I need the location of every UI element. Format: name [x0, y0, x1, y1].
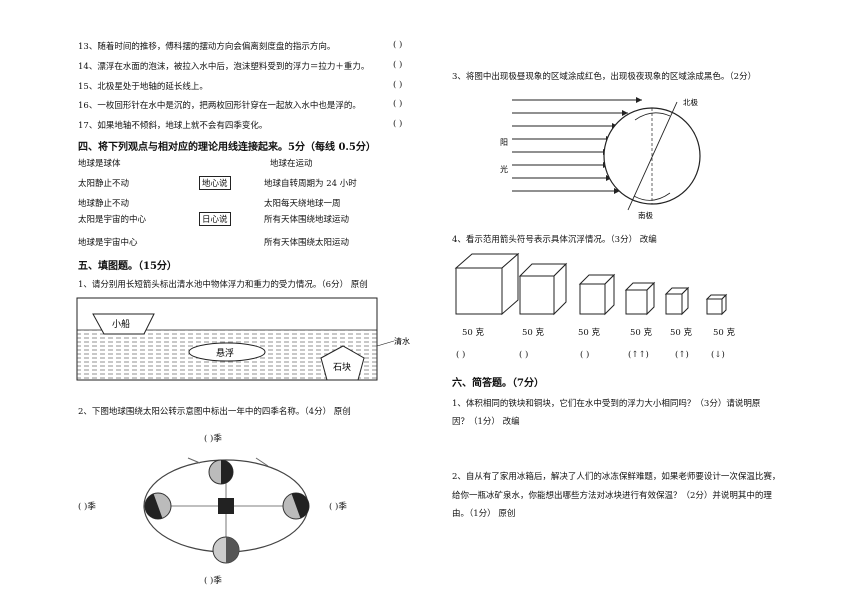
float-label: 悬浮 — [216, 347, 234, 359]
tf-item-16: 16、一枚回形针在水中是沉的，把两枚回形针穿在一起放入水中也是浮的。 — [78, 101, 361, 111]
cube-5 — [664, 286, 690, 316]
section6-title: 六、简答题。（7分） — [452, 378, 544, 389]
section6-q1-line2: 因？（1分） 改编 — [452, 417, 520, 427]
section5-q1: 1、请分别用长短箭头标出清水池中物体浮力和重力的受力情况。（6分） 原创 — [78, 280, 368, 290]
season-right[interactable]: ( )季 — [329, 502, 347, 512]
boat-label: 小船 — [112, 318, 130, 330]
answer-paren-14[interactable]: ( ) — [393, 60, 403, 70]
season-left[interactable]: ( )季 — [78, 502, 96, 512]
left-item: 地球是宇宙中心 — [78, 238, 138, 248]
sunlight-label-1: 阳 — [500, 138, 508, 147]
cube-answer-1[interactable]: ( ) — [456, 350, 466, 360]
cube-3 — [578, 273, 616, 316]
answer-paren-13[interactable]: ( ) — [393, 40, 403, 50]
right-q3: 3、将图中出现极昼现象的区域涂成红色，出现极夜现象的区域涂成黑色。（2分） — [452, 72, 757, 82]
right-q4: 4、看示范用箭头符号表示具体沉浮情况。（3分） 改编 — [452, 235, 657, 245]
earth-bottom — [212, 536, 240, 564]
left-item: 太阳静止不动 — [78, 179, 130, 189]
section6-q1-line1: 1、体积相同的铁块和铜块，它们在水中受到的浮力大小相同吗？（3分）请说明原 — [452, 399, 761, 409]
left-item: 地球静止不动 — [78, 199, 130, 209]
right-item: 所有天体围绕太阳运动 — [264, 238, 350, 248]
sunlight-arrows — [512, 99, 642, 192]
sunlight-label-2: 光 — [500, 164, 508, 174]
cube-answer-2[interactable]: ( ) — [519, 350, 529, 360]
right-item: 所有天体围绕地球运动 — [264, 215, 350, 225]
tf-item-15: 15、北极星处于地轴的延长线上。 — [78, 82, 208, 92]
cube-answer-3[interactable]: ( ) — [580, 350, 590, 360]
section4-title: 四、将下列观点与相对应的理论用线连接起来。5分（每线 0.5分） — [78, 142, 376, 153]
water-label: 清水 — [394, 336, 410, 346]
cubes-diagram — [454, 252, 728, 316]
answer-paren-15[interactable]: ( ) — [393, 80, 403, 90]
south-pole-label: 南极 — [638, 210, 653, 220]
cube-weight-3: 50 克 — [578, 328, 601, 338]
cube-6 — [705, 293, 728, 316]
cube-weight-1: 50 克 — [462, 328, 485, 338]
water-pool-diagram: 小船 悬浮 石块 清水 — [76, 297, 410, 381]
floating-object — [188, 342, 266, 362]
theory-geocentric: 地心说 — [199, 176, 231, 190]
left-item: 地球是球体 — [78, 159, 121, 169]
right-item: 太阳每天绕地球一周 — [264, 199, 341, 209]
sun-shape — [218, 498, 234, 514]
cube-weight-2: 50 克 — [522, 328, 545, 338]
answer-paren-16[interactable]: ( ) — [393, 99, 403, 109]
right-item: 地球自转周期为 24 小时 — [264, 179, 357, 189]
cube-weight-5: 50 克 — [670, 328, 693, 338]
section6-q2-line1: 2、自从有了家用冰箱后，解决了人们的冰冻保鲜难题，如果老师要设计一次保温比赛， — [452, 472, 781, 482]
cube-weight-6: 50 克 — [713, 328, 736, 338]
tf-item-17: 17、如果地轴不倾斜，地球上就不会有四季变化。 — [78, 121, 268, 131]
left-item: 太阳是宇宙的中心 — [78, 215, 147, 225]
answer-paren-17[interactable]: ( ) — [393, 119, 403, 129]
earth-left — [144, 492, 172, 520]
earth-axis — [627, 101, 678, 211]
section6-q2-line2: 给你一瓶冰矿泉水，你能想出哪些方法对冰块进行有效保温？（2分）并说明其中的理 — [452, 491, 772, 501]
theory-heliocentric: 日心说 — [199, 212, 231, 226]
cube-weight-4: 50 克 — [630, 328, 653, 338]
cube-answer-4[interactable]: (↑↑) — [628, 350, 649, 360]
section6-q2-line3: 由。（1分） 原创 — [452, 509, 516, 519]
stone-shape — [320, 345, 365, 381]
season-top[interactable]: ( )季 — [204, 434, 222, 444]
cube-answer-5[interactable]: (↑) — [675, 350, 689, 360]
tf-item-14: 14、漂浮在水面的泡沫，被拉入水中后，泡沫塑料受到的浮力＝拉力＋重力。 — [78, 62, 370, 72]
earth-orbit-diagram — [143, 457, 310, 564]
season-bottom[interactable]: ( )季 — [204, 576, 222, 586]
cube-2 — [518, 262, 568, 316]
polar-day-diagram: 北极 南极 阳 光 — [500, 97, 701, 220]
north-pole-label: 北极 — [683, 97, 698, 107]
stone-label: 石块 — [333, 361, 351, 373]
section5-q2: 2、下图地球围绕太阳公转示意图中标出一年中的四季名称。（4分） 原创 — [78, 407, 351, 417]
cube-4 — [624, 281, 656, 316]
cube-answer-6[interactable]: (↓) — [711, 350, 725, 360]
tf-item-13: 13、随着时间的推移，傅科摆的摆动方向会偏离刻度盘的指示方向。 — [78, 42, 336, 52]
earth-right — [282, 492, 310, 520]
cube-1 — [454, 252, 520, 316]
earth-top — [208, 459, 234, 485]
boat-shape — [92, 313, 155, 335]
right-item: 地球在运动 — [270, 159, 313, 169]
section5-title: 五、填图题。（15分） — [78, 261, 177, 272]
